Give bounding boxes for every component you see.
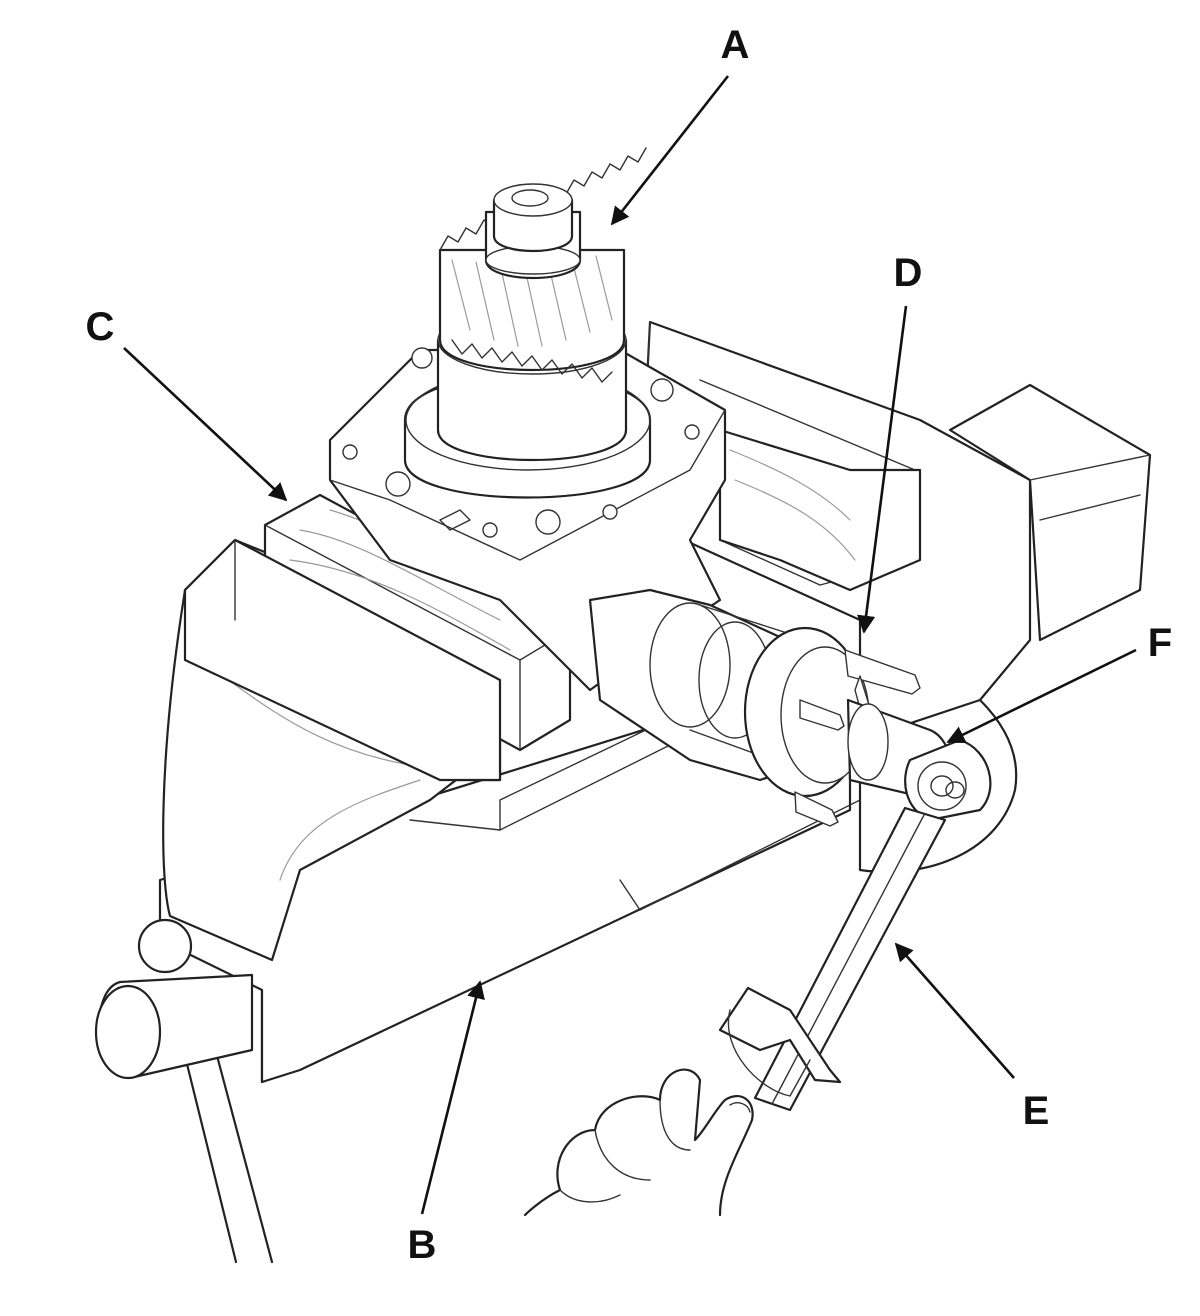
callout-b: B — [408, 1223, 437, 1267]
leader-e — [894, 942, 1015, 1079]
callout-labels: A B C D E F — [86, 23, 1173, 1267]
hand — [523, 1068, 754, 1217]
callout-a: A — [721, 23, 750, 67]
soft-jaw-pads — [183, 428, 922, 782]
socket-wrench — [718, 738, 992, 1112]
leader-a — [610, 75, 730, 226]
callout-e: E — [1023, 1089, 1050, 1133]
callout-d: D — [894, 251, 923, 295]
leader-b — [420, 980, 485, 1215]
callout-c: C — [86, 305, 115, 349]
callout-f: F — [1148, 621, 1172, 665]
pinion-gear — [403, 147, 652, 499]
leader-c — [123, 347, 288, 502]
companion-flange — [588, 588, 953, 827]
leader-d — [857, 305, 908, 634]
leader-f — [946, 648, 1137, 744]
leader-lines — [123, 75, 1137, 1215]
